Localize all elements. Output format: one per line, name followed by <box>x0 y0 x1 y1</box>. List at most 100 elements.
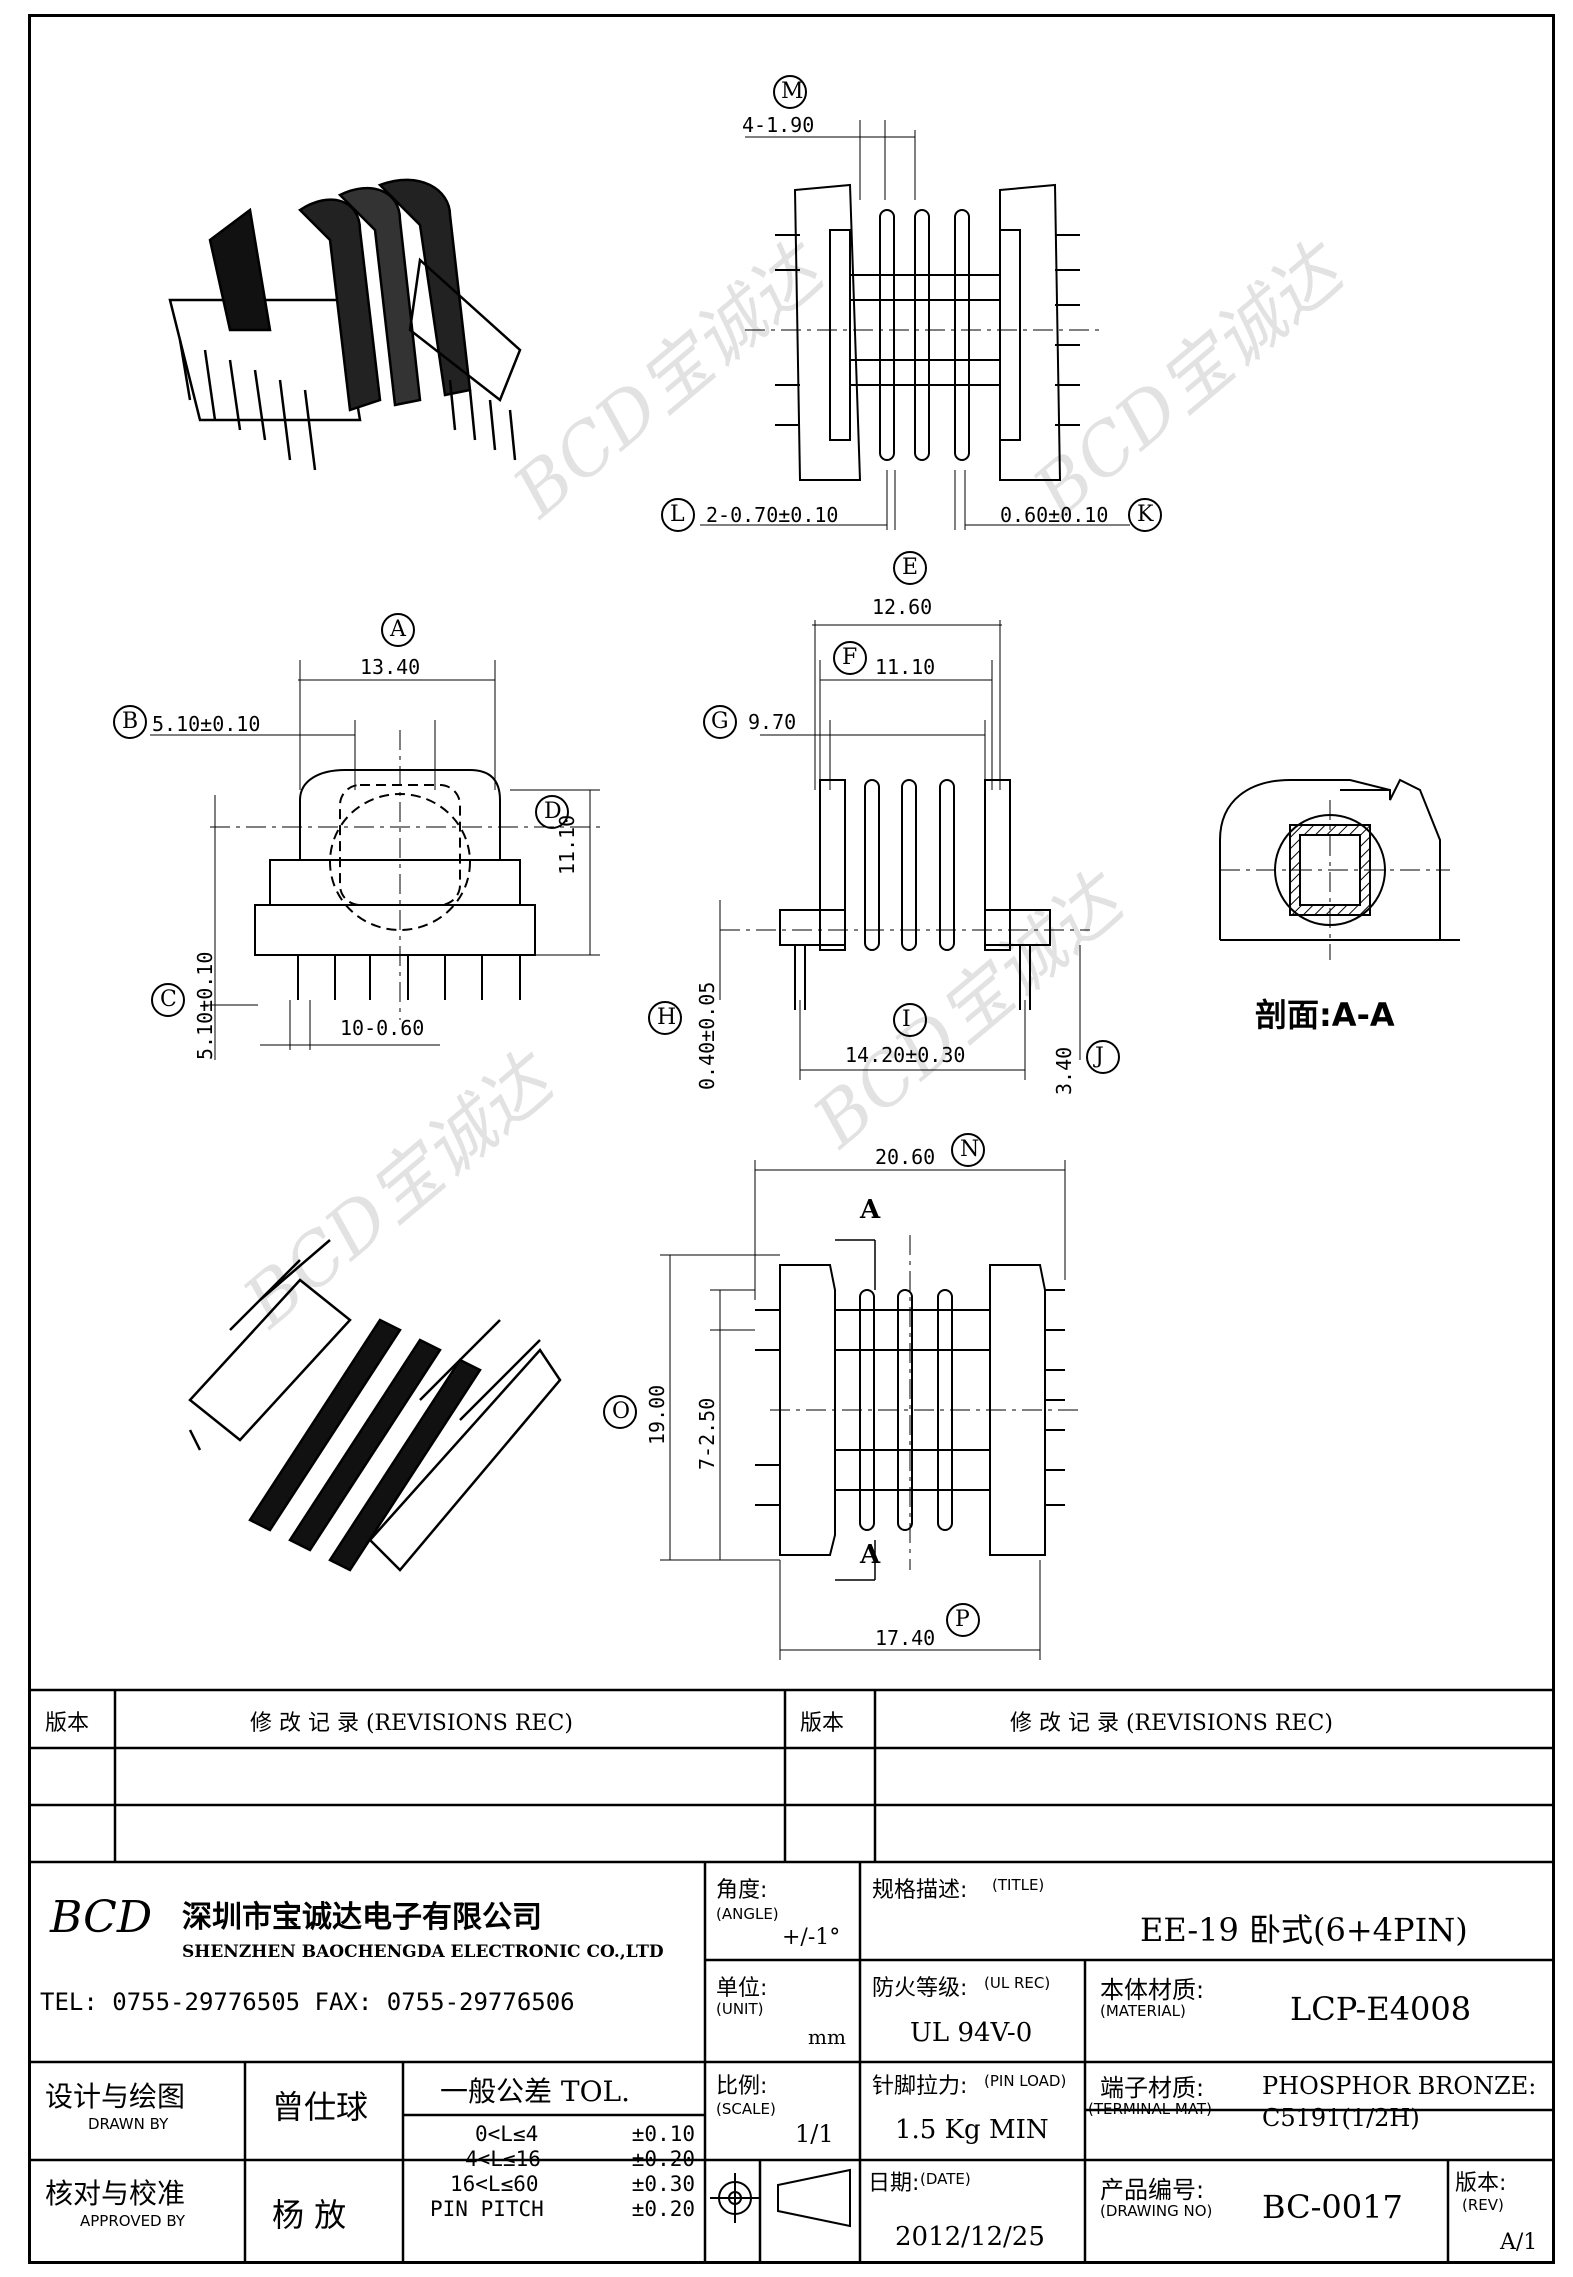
tolerance-value: ±0.30 <box>631 2172 695 2196</box>
scale-label: 比例: <box>716 2074 768 2099</box>
front-view <box>150 660 600 1060</box>
dim-label-j: J <box>1095 1044 1104 1069</box>
tolerance-range: PIN PITCH <box>430 2197 544 2221</box>
iso-view-top <box>168 178 522 471</box>
material-value: LCP-E4008 <box>1290 1990 1472 2028</box>
terminal-label: 端子材质: <box>1100 2074 1205 2102</box>
date-label: 日期: <box>868 2171 920 2196</box>
dim-m-value: 4-1.90 <box>742 113 815 137</box>
dim-k-value: 0.60±0.10 <box>1000 503 1109 527</box>
drawn-by-label: 设计与绘图 <box>45 2080 186 2113</box>
tolerance-row: PIN PITCH ±0.20 <box>425 2197 695 2222</box>
unit-value: mm <box>808 2025 846 2049</box>
dim-h-value: 0.40±0.05 <box>695 981 719 1090</box>
title-block-grid <box>28 1688 1555 2264</box>
dim-a-value: 13.40 <box>360 655 421 679</box>
tolerance-range: 16<L≤60 <box>450 2172 539 2196</box>
drawn-by-label-en: DRAWN BY <box>88 2115 169 2133</box>
scale-label-en: (SCALE) <box>716 2100 776 2118</box>
tolerance-row: 4<L≤16 ±0.20 <box>425 2147 695 2172</box>
angle-value: +/-1° <box>782 1925 841 1950</box>
dim-label-b: B <box>122 709 139 734</box>
dim-j-value: 3.40 <box>1052 1046 1076 1095</box>
unit-label-en: (UNIT) <box>716 2000 764 2018</box>
material-label-en: (MATERIAL) <box>1100 2002 1186 2020</box>
drawing-no-label: 产品编号: <box>1100 2176 1205 2204</box>
projection-symbol-icon <box>710 2168 851 2228</box>
dim-label-i: I <box>902 1007 911 1032</box>
dim-label-d: D <box>544 799 562 824</box>
tolerance-range: 4<L≤16 <box>465 2147 541 2171</box>
angle-label: 角度: <box>716 1878 768 1903</box>
dim-c-value: 5.10±0.10 <box>193 951 217 1060</box>
section-aa <box>1219 778 1460 960</box>
dim-n-value: 20.60 <box>875 1145 936 1169</box>
tolerance-range: 0<L≤4 <box>475 2122 539 2146</box>
tolerance-value: ±0.20 <box>631 2147 695 2171</box>
drawing-frame <box>28 14 1555 2264</box>
iso-view-bottom <box>188 1239 562 1572</box>
dim-label-f: F <box>842 645 858 670</box>
tolerance-value: ±0.10 <box>631 2122 695 2146</box>
dim-label-k: K <box>1137 502 1154 527</box>
title-label-en: (TITLE) <box>992 1876 1045 1894</box>
dim-label-c: C <box>160 987 177 1012</box>
dim-pins-value: 10-0.60 <box>340 1016 425 1040</box>
dim-f-value: 11.10 <box>875 655 936 679</box>
section-label: 剖面:A-A <box>1255 996 1395 1034</box>
rev-col-record-right: 修 改 记 录 (REVISIONS REC) <box>1010 1711 1333 1736</box>
bottom-view <box>660 1160 1080 1660</box>
dim-label-n: N <box>960 1137 980 1162</box>
tolerance-row: 0<L≤4 ±0.10 <box>425 2122 695 2147</box>
date-value: 2012/12/25 <box>895 2222 1045 2252</box>
approved-by-label: 核对与校准 <box>45 2177 186 2210</box>
rev-col-record-left: 修 改 记 录 (REVISIONS REC) <box>250 1711 573 1736</box>
tolerance-value: ±0.20 <box>631 2197 695 2221</box>
section-marker-top: A <box>860 1195 881 1225</box>
dim-l-value: 2-0.70±0.10 <box>706 503 839 527</box>
pin-load-label: 针脚拉力: <box>872 2074 968 2099</box>
unit-label: 单位: <box>716 1976 768 2001</box>
ul-label: 防火等级: <box>872 1976 968 2001</box>
section-marker-bottom: A <box>860 1540 881 1570</box>
drawing-no-label-en: (DRAWING NO) <box>1100 2202 1213 2220</box>
svg-text:BCD宝诚达: BCD宝诚达 <box>497 226 843 535</box>
svg-text:BCD宝诚达: BCD宝诚达 <box>797 856 1143 1165</box>
drawing-no-value: BC-0017 <box>1262 2188 1403 2226</box>
material-label: 本体材质: <box>1100 1976 1205 2004</box>
terminal-label-en: (TERMINAL MAT) <box>1088 2100 1212 2118</box>
dim-label-l: L <box>670 502 685 527</box>
rev-label-en: (REV) <box>1462 2196 1504 2214</box>
dim-label-p: P <box>955 1607 970 1632</box>
dim-g-value: 9.70 <box>748 710 797 734</box>
pin-load-value: 1.5 Kg MIN <box>895 2115 1049 2145</box>
ul-value: UL 94V-0 <box>910 2018 1033 2048</box>
company-name-cn: 深圳市宝诚达电子有限公司 <box>182 1900 542 1935</box>
dim-d-value: 11.10 <box>555 814 579 875</box>
dim-label-e: E <box>902 555 919 580</box>
dim-p-value: 17.40 <box>875 1626 936 1650</box>
pin-load-label-en: (PIN LOAD) <box>984 2072 1067 2090</box>
terminal-value-line2: C5191(1/2H) <box>1262 2104 1420 2132</box>
side-view <box>719 620 1090 1080</box>
dim-b-value: 5.10±0.10 <box>152 712 261 736</box>
rev-label: 版本: <box>1455 2171 1507 2196</box>
top-view <box>700 120 1130 530</box>
rev-col-version-left: 版本 <box>45 1711 90 1736</box>
scale-value: 1/1 <box>795 2120 834 2148</box>
approved-by-value: 杨 放 <box>272 2196 347 2234</box>
dim-label-h: H <box>657 1005 677 1030</box>
dim-label-g: G <box>711 709 729 734</box>
dim-label-m: M <box>781 79 804 104</box>
rev-col-version-right: 版本 <box>800 1711 845 1736</box>
tolerance-table: 0<L≤4 ±0.10 4<L≤16 ±0.20 16<L≤60 ±0.30 PIN … <box>425 2122 695 2222</box>
drawn-by-value: 曾仕球 <box>272 2088 369 2126</box>
dim-label-o: O <box>612 1399 631 1424</box>
approved-by-label-en: APPROVED BY <box>80 2212 186 2230</box>
dim-e-value: 12.60 <box>872 595 933 619</box>
date-label-en: (DATE) <box>920 2170 971 2188</box>
svg-text:BCD宝诚达: BCD宝诚达 <box>1017 226 1363 535</box>
svg-text:BCD宝诚达: BCD宝诚达 <box>227 1036 573 1345</box>
dim-i-value: 14.20±0.30 <box>845 1043 966 1067</box>
